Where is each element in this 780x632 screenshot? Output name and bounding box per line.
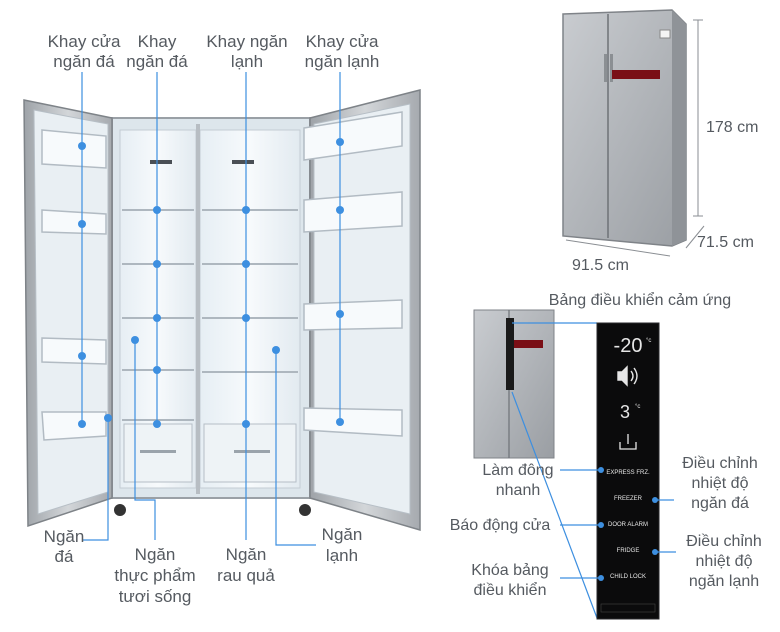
callout-freezer-3: ngăn đá: [691, 495, 749, 512]
panel-callouts: Làm đông nhanh Điều chỉnh nhiệt độ ngăn …: [450, 455, 762, 599]
open-fridge: [23, 89, 421, 531]
main-labels: Khay cửa ngăn đá Khay ngăn đá Khay ngăn …: [44, 32, 380, 606]
label-khay-ngan-da-1: Khay: [138, 32, 177, 51]
ice-maker-icon: [619, 434, 637, 450]
callout-child-lock-1: Khóa bảng: [471, 562, 548, 579]
btn-freezer[interactable]: FREEZER: [614, 496, 643, 502]
vegetable-drawer: [203, 423, 297, 483]
callout-freezer-2: nhiệt độ: [692, 475, 749, 492]
callout-express-2: nhanh: [496, 482, 541, 499]
callout-express-1: Làm đông: [482, 462, 553, 479]
label-ngan-thuc-pham-1: Ngăn: [135, 545, 176, 564]
btn-fridge[interactable]: FRIDGE: [617, 548, 640, 554]
label-khay-ngan-lanh-1: Khay ngăn: [206, 32, 287, 51]
fridge-door-bins: [303, 111, 403, 437]
freezer-door-bins: [41, 129, 107, 441]
control-panel: -20 °c 3 °c EXPRESS FRZ. FREEZER DOOR AL…: [596, 322, 660, 620]
label-ngan-da-1: Ngăn: [44, 527, 85, 546]
label-khay-cua-ngan-lanh-1: Khay cửa: [306, 32, 379, 51]
callout-door-alarm: Báo động cửa: [450, 517, 551, 534]
small-fridge-display: [511, 340, 543, 348]
label-khay-cua-ngan-da-2: ngăn đá: [53, 52, 115, 71]
label-khay-ngan-da-2: ngăn đá: [126, 52, 188, 71]
control-panel-body: [596, 322, 660, 620]
control-panel-title: Bảng điều khiển cảm ứng: [549, 291, 731, 309]
dimension-height: 178 cm: [706, 119, 758, 136]
panel-leaders: [560, 467, 676, 581]
fridge-light: [232, 160, 254, 164]
dot-freezer-door-bin-3: [78, 352, 86, 360]
btn-child-lock[interactable]: CHILD LOCK: [610, 574, 646, 580]
btn-express-frz[interactable]: EXPRESS FRZ.: [606, 470, 650, 476]
center-divider: [196, 124, 200, 494]
callout-freezer-1: Điều chỉnh: [682, 455, 758, 472]
dimension-lines: [565, 19, 705, 257]
dot-freezer-door-bin-2: [78, 220, 86, 228]
callout-fridge-1: Điều chỉnh: [686, 533, 762, 550]
label-khay-ngan-lanh-2: lạnh: [231, 52, 263, 71]
dot-freezer-door-bin-4: [78, 420, 86, 428]
small-fridge: [473, 309, 555, 459]
freezer-light: [150, 160, 172, 164]
zoom-lines: [511, 322, 598, 619]
label-khay-cua-ngan-lanh-2: ngăn lạnh: [305, 52, 380, 71]
label-khay-cua-ngan-da-1: Khay cửa: [48, 32, 121, 51]
svg-text:°c: °c: [646, 338, 651, 344]
svg-text:°c: °c: [635, 404, 640, 410]
label-ngan-da-2: đá: [55, 547, 74, 566]
dimension-depth: 71.5 cm: [697, 234, 754, 251]
label-ngan-thuc-pham-3: tươi sống: [119, 587, 192, 606]
closed-fridge-body: [562, 9, 687, 247]
closed-fridge-display: [612, 70, 660, 79]
freezer-door-liner: [33, 109, 109, 515]
label-ngan-thuc-pham-2: thực phẩm: [114, 566, 195, 585]
callout-fridge-3: ngăn lạnh: [689, 573, 759, 590]
callout-child-lock-2: điều khiển: [474, 581, 547, 599]
sound-icon: [617, 365, 638, 387]
callout-leaders: [78, 72, 344, 546]
btn-door-alarm[interactable]: DOOR ALARM: [608, 522, 648, 528]
label-ngan-lanh-2: lạnh: [326, 546, 358, 565]
closed-fridge: [562, 9, 687, 247]
label-ngan-rau-qua-2: rau quả: [217, 566, 275, 585]
dimension-width: 91.5 cm: [572, 257, 629, 274]
dot-freezer-door-bin-1: [78, 142, 86, 150]
label-ngan-lanh-1: Ngăn: [322, 525, 363, 544]
callout-fridge-2: nhiệt độ: [696, 553, 753, 570]
label-ngan-rau-qua-1: Ngăn: [226, 545, 267, 564]
freezer-temp-readout: -20: [614, 335, 643, 357]
fridge-temp-readout: 3: [620, 402, 630, 422]
